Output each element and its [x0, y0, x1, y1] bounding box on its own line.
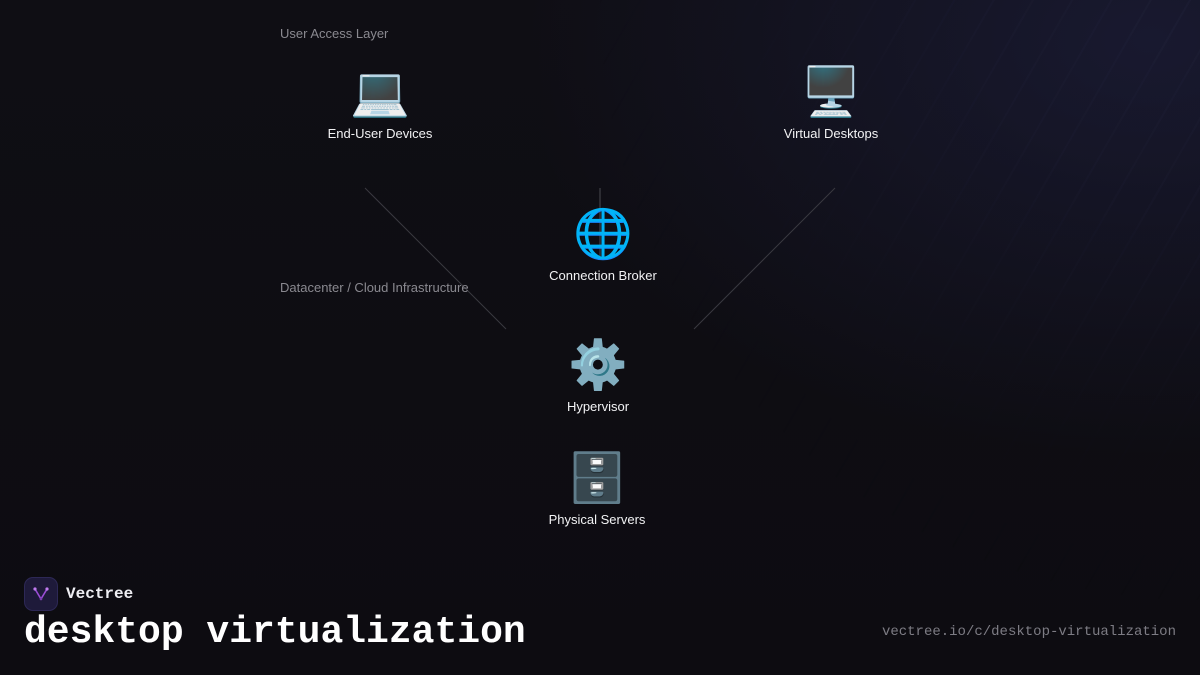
node-hypervisor[interactable]: ⚙️ Hypervisor [508, 337, 688, 414]
node-connection-broker[interactable]: 🌐 Connection Broker [513, 206, 693, 283]
brand-name: Vectree [66, 585, 134, 603]
brand[interactable]: Vectree [24, 577, 133, 611]
file-cabinet-icon: 🗄️ [567, 450, 627, 506]
node-label: Connection Broker [549, 268, 657, 283]
globe-icon: 🌐 [573, 206, 633, 262]
node-label: Physical Servers [548, 512, 646, 527]
gear-icon: ⚙️ [568, 337, 628, 393]
node-label: Hypervisor [566, 399, 630, 414]
desktop-computer-icon: 🖥️ [801, 64, 861, 120]
laptop-icon: 💻 [350, 64, 410, 120]
node-label: Virtual Desktops [783, 126, 879, 141]
node-physical-servers[interactable]: 🗄️ Physical Servers [507, 450, 687, 527]
page-title: desktop virtualization [24, 611, 526, 654]
vectree-logo-icon [24, 577, 58, 611]
edge-virtual-desktops-to-hypervisor [693, 187, 836, 330]
layer-label-datacenter: Datacenter / Cloud Infrastructure [280, 280, 469, 295]
edge-end-user-devices-to-hypervisor [364, 187, 507, 330]
node-end-user-devices[interactable]: 💻 End-User Devices [290, 64, 470, 141]
layer-label-user-access: User Access Layer [280, 26, 389, 41]
page-url[interactable]: vectree.io/c/desktop-virtualization [881, 624, 1176, 640]
node-virtual-desktops[interactable]: 🖥️ Virtual Desktops [741, 64, 921, 141]
node-label: End-User Devices [327, 126, 433, 141]
